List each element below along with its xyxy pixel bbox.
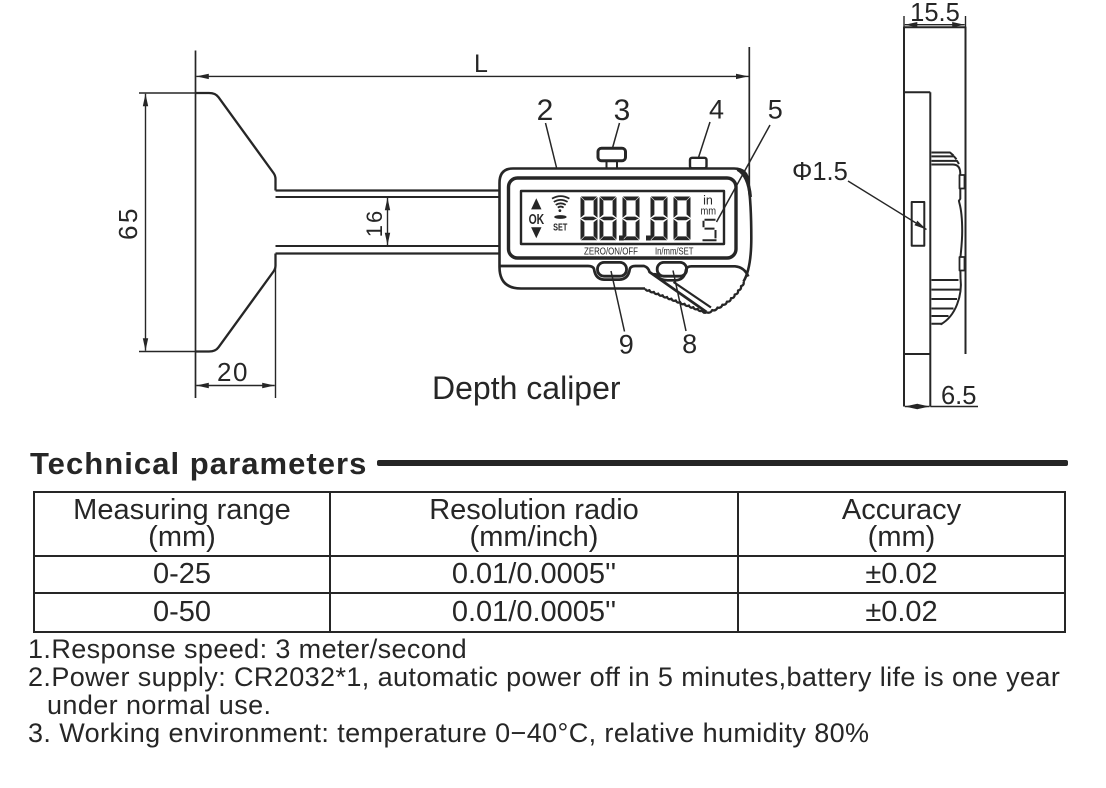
svg-text:in: in xyxy=(703,194,713,208)
svg-text:5: 5 xyxy=(768,95,783,125)
svg-text:4: 4 xyxy=(709,95,724,125)
svg-text:16: 16 xyxy=(362,209,387,237)
svg-text:2: 2 xyxy=(537,94,554,127)
svg-text:8: 8 xyxy=(682,329,697,359)
svg-text:L: L xyxy=(474,50,488,78)
svg-text:mm: mm xyxy=(701,205,717,217)
svg-text:OK: OK xyxy=(529,212,545,228)
svg-text:SET: SET xyxy=(553,223,567,234)
svg-text:In/mm/SET: In/mm/SET xyxy=(655,246,694,257)
svg-text:ZERO/ON/OFF: ZERO/ON/OFF xyxy=(584,246,638,257)
svg-text:Φ1.5: Φ1.5 xyxy=(792,158,848,186)
svg-text:65: 65 xyxy=(113,206,143,240)
svg-text:15.5: 15.5 xyxy=(910,0,960,27)
svg-text:20: 20 xyxy=(217,357,249,387)
svg-text:9: 9 xyxy=(619,330,634,360)
svg-text:Depth caliper: Depth caliper xyxy=(432,370,621,406)
svg-text:3: 3 xyxy=(614,94,631,127)
svg-text:6.5: 6.5 xyxy=(941,382,976,410)
